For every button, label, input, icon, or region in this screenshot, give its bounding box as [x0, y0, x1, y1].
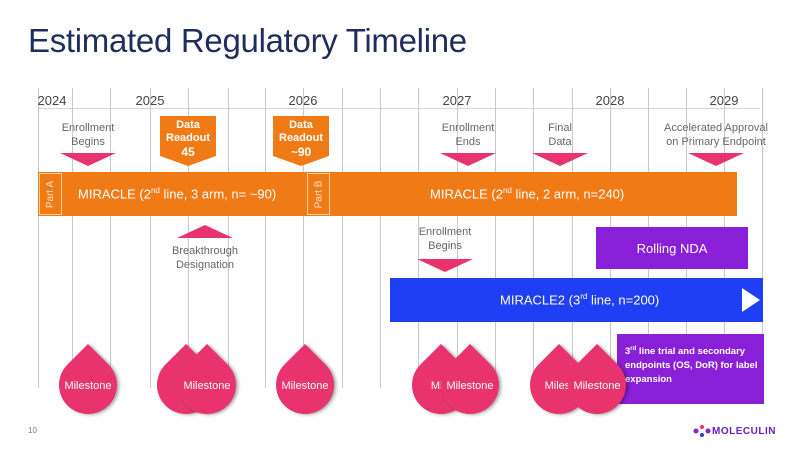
- year-2029: 2029: [709, 93, 739, 108]
- rolling-nda-box: Rolling NDA: [596, 227, 748, 269]
- gridline: [110, 88, 111, 388]
- arrow-icon: [742, 288, 760, 312]
- page-number: 10: [28, 426, 37, 435]
- enrollment-ends-label: Enrollment Ends: [441, 122, 495, 148]
- gridline: [188, 88, 189, 388]
- gridline: [495, 88, 496, 388]
- milestone-label: Milestone: [64, 380, 112, 392]
- gridline: [150, 88, 151, 388]
- timeline-axis: [38, 108, 760, 109]
- gridline: [72, 88, 73, 388]
- enrollment-begins-label: Enrollment Begins: [61, 122, 115, 148]
- milestone-label: Milestone: [573, 380, 621, 392]
- final-data-marker: [532, 153, 588, 166]
- page-title: Estimated Regulatory Timeline: [28, 22, 467, 59]
- molecule-icon: [693, 425, 711, 437]
- data-readout-90: Data Readout ~90: [273, 116, 329, 166]
- miracle2-text: MIRACLE2 (3rd line, n=200): [500, 292, 660, 308]
- milestone-label: Milest: [544, 380, 574, 392]
- logo: MOLECULIN: [690, 423, 776, 439]
- year-2024: 2024: [37, 93, 67, 108]
- logo-text: MOLECULIN: [712, 425, 776, 437]
- accelerated-approval-label: Accelerated Approval on Primary Endpoint: [664, 122, 768, 148]
- gridline: [342, 88, 343, 388]
- milestone-label: Milestone: [183, 380, 231, 392]
- final-data-label: Final Data: [548, 122, 572, 148]
- third-line-box: 3rd line trial and secondary endpoints (…: [617, 334, 764, 404]
- readout-label: Data Readout: [279, 119, 323, 144]
- readout-label: Data Readout: [166, 119, 210, 144]
- enrollment-ends-marker: [440, 153, 496, 166]
- gridline: [380, 88, 381, 388]
- gridline: [38, 88, 39, 388]
- accelerated-approval-marker: [688, 153, 744, 166]
- readout-value: ~90: [290, 145, 312, 159]
- data-readout-45: Data Readout 45: [160, 116, 216, 166]
- gridline: [533, 88, 534, 388]
- milestone-label: Milestone: [446, 380, 494, 392]
- milestone-label: Milestone: [281, 380, 329, 392]
- gridline: [762, 88, 763, 388]
- milestone-marker: Milestone: [165, 343, 249, 427]
- gridline: [418, 88, 419, 388]
- miracle-part-a-text: MIRACLE (2nd line, 3 arm, n= ~90): [78, 186, 277, 202]
- gridline: [457, 88, 458, 388]
- miracle-bar: [38, 172, 737, 216]
- year-2027: 2027: [442, 93, 472, 108]
- year-2028: 2028: [595, 93, 625, 108]
- part-b-tag: Part B: [307, 173, 330, 215]
- gridline: [265, 88, 266, 388]
- breakthrough-designation-label: Breakthrough Designation: [171, 245, 239, 271]
- milestone-marker: Milestone: [428, 343, 512, 427]
- year-2025: 2025: [135, 93, 165, 108]
- readout-value: 45: [181, 145, 195, 159]
- milestone-marker: Milestone: [263, 343, 347, 427]
- year-2026: 2026: [288, 93, 318, 108]
- miracle2-bar: [390, 278, 763, 322]
- enrollment-begins-2-label: Enrollment Begins: [418, 226, 472, 252]
- milestone-marker: Milestone: [555, 343, 639, 427]
- gridline: [228, 88, 229, 388]
- part-a-tag: Part A: [39, 173, 62, 215]
- miracle-part-b-text: MIRACLE (2nd line, 2 arm, n=240): [430, 186, 625, 202]
- milestone-marker: Milest: [517, 343, 601, 427]
- breakthrough-marker: [177, 225, 233, 238]
- enrollment-begins-2-marker: [417, 259, 473, 272]
- milestone-marker: Milestone: [46, 343, 130, 427]
- enrollment-begins-marker: [60, 153, 116, 166]
- gridline: [303, 88, 304, 388]
- gridline: [572, 88, 573, 388]
